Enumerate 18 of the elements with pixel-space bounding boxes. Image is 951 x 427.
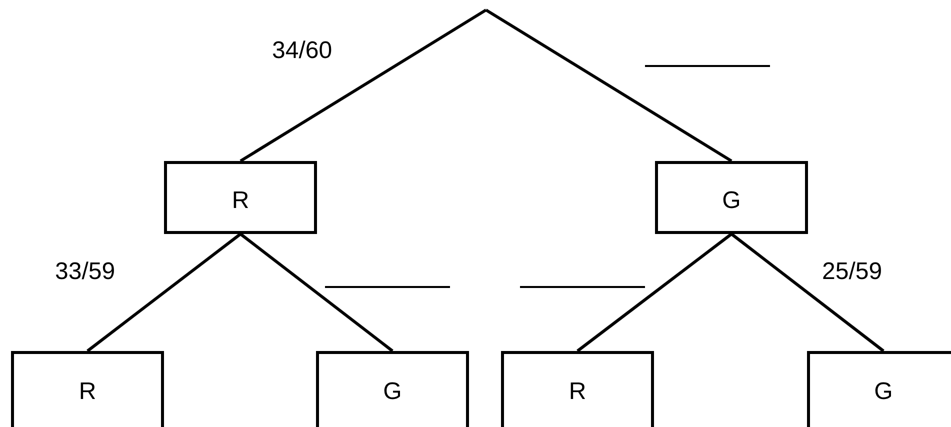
- branch-line: [485, 8, 732, 162]
- tree-node-box: [316, 351, 469, 427]
- tree-node-box: [501, 351, 654, 427]
- tree-node-box: [11, 351, 164, 427]
- branch-line: [240, 232, 394, 352]
- outcome-label: G: [383, 380, 402, 404]
- branch-line: [86, 232, 242, 352]
- outcome-label: G: [722, 189, 741, 213]
- outcome-label: G: [874, 380, 893, 404]
- branch-line: [730, 232, 884, 352]
- outcome-label: R: [78, 380, 96, 404]
- outcome-label: R: [232, 189, 250, 213]
- tree-node-box: [164, 161, 317, 234]
- branch-line: [240, 8, 487, 162]
- outcome-label: R: [568, 380, 586, 404]
- branch-line: [576, 232, 732, 352]
- tree-node-box: [807, 351, 951, 427]
- tree-node-box: [655, 161, 808, 234]
